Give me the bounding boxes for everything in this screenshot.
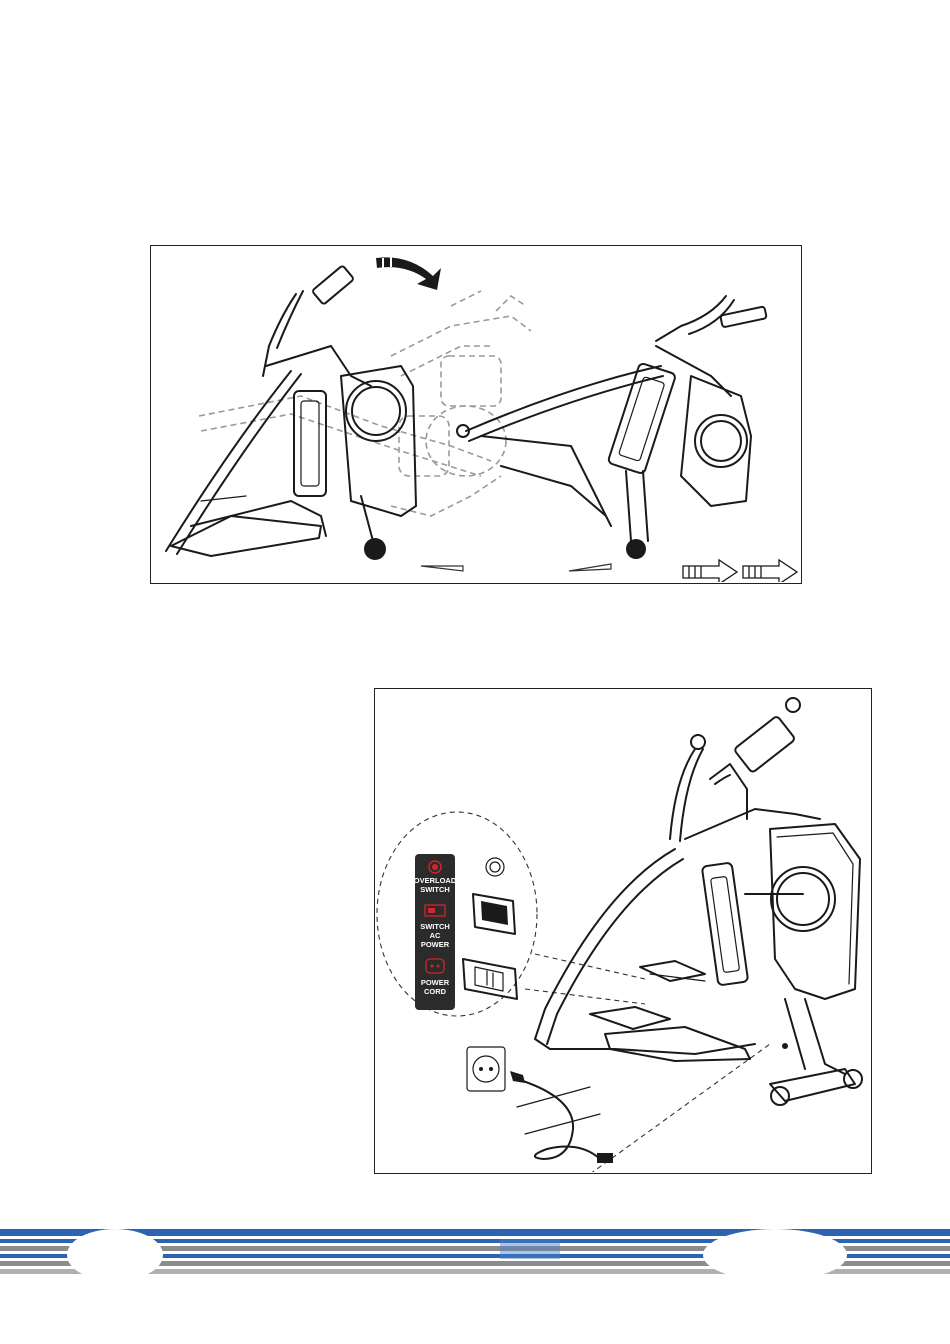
overload-label-1: OVERLOAD	[414, 876, 457, 885]
page-number-oval-right	[703, 1229, 847, 1281]
page-number-oval-left	[67, 1229, 163, 1281]
cord-label-2: CORD	[424, 987, 447, 996]
ghost-machine-positions	[199, 291, 531, 516]
machine-upright	[457, 296, 767, 559]
switch-label-1: SWITCH	[420, 922, 450, 931]
wall-outlet-icon	[467, 1047, 505, 1091]
move-arrow-icon	[683, 560, 737, 582]
switch-label-2: AC	[430, 931, 441, 940]
floor-markers	[421, 564, 611, 571]
overload-switch-part	[486, 858, 504, 876]
move-arrow-icon	[743, 560, 797, 582]
rotate-arrow-icon	[376, 257, 441, 290]
page-footer-decoration	[0, 1225, 950, 1285]
switch-label-3: POWER	[421, 940, 450, 949]
elliptical-machine	[535, 698, 862, 1105]
moving-illustration	[150, 245, 802, 584]
power-panel: OVERLOAD SWITCH SWITCH AC POWER POWER CO…	[414, 854, 457, 1010]
cord-label-1: POWER	[421, 978, 450, 987]
power-inlet-part	[463, 959, 517, 999]
machine-tilted	[166, 265, 416, 560]
power-cord	[510, 1071, 613, 1163]
overload-label-2: SWITCH	[420, 885, 450, 894]
rocker-switch-part	[473, 894, 515, 934]
power-connection-illustration: OVERLOAD SWITCH SWITCH AC POWER POWER CO…	[374, 688, 872, 1174]
